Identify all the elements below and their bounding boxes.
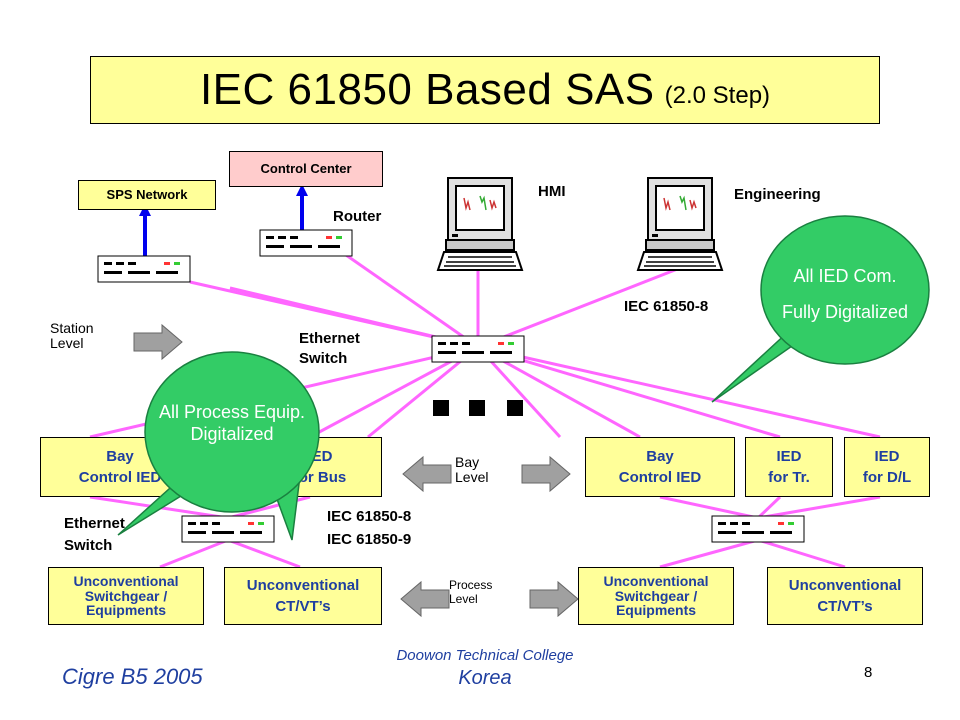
process-eth-line1: Ethernet <box>64 515 125 532</box>
left-sg-line2: Switchgear / <box>84 587 168 604</box>
process-level-label: Process Level <box>449 578 492 606</box>
right-sg-line1: Unconventional <box>603 572 709 589</box>
page-title: IEC 61850 Based SAS <box>199 65 655 114</box>
bay-level-line2: Level <box>455 469 489 485</box>
left-ctvt-line2: CT/VT’s <box>275 598 331 615</box>
right-callout-text: All IED Com. Fully Digitalized <box>760 258 930 330</box>
ethernet-switch-line2: Switch <box>299 350 348 367</box>
process-level-line1: Process <box>449 578 493 592</box>
left-callout-text: All Process Equip. Digitalized <box>132 402 332 445</box>
bay-level-label: Bay Level <box>455 455 488 485</box>
page-subtitle: (2.0 Step) <box>664 82 771 109</box>
ellipsis-dot <box>469 400 485 416</box>
right-callout-bubble <box>711 215 930 403</box>
right-bay-line2: Control IED <box>618 469 702 486</box>
ied-for-transformer: IED for Tr. <box>745 437 833 497</box>
left-callout-line2: Digitalized <box>190 423 274 444</box>
sps-arrow <box>139 204 151 216</box>
title-banner: IEC 61850 Based SAS (2.0 Step) <box>90 56 880 124</box>
left-sg-line1: Unconventional <box>73 572 179 589</box>
ied-tr-line1: IED <box>776 447 802 465</box>
iec-8-label: IEC 61850-8 <box>327 508 412 525</box>
bay-level-line1: Bay <box>455 454 480 470</box>
right-sg-line2: Switchgear / <box>614 587 698 604</box>
process-level-line2: Level <box>449 592 478 606</box>
router-label: Router <box>333 208 382 225</box>
station-level-label: Station Level <box>50 321 94 351</box>
control-center-label: Control Center <box>260 160 352 176</box>
ellipsis-dot <box>433 400 449 416</box>
left-ctvt-line1: Unconventional <box>246 576 360 594</box>
iec-9-label: IEC 61850-9 <box>327 531 412 548</box>
sps-network-label: SPS Network <box>106 186 188 202</box>
ied-dl-line1: IED <box>874 447 900 465</box>
control-center-box: Control Center <box>229 151 383 187</box>
footer-college: Doowon Technical College Korea <box>340 646 630 688</box>
router-uplinks <box>143 192 304 256</box>
footer-college-name: Doowon Technical College <box>396 647 574 664</box>
left-sg-line3: Equipments <box>85 602 167 619</box>
left-unconventional-ctvt: Unconventional CT/VT’s <box>224 567 382 625</box>
footer-cigre: Cigre B5 2005 <box>62 664 203 689</box>
footer-country: Korea <box>458 667 512 689</box>
ied-dl-line2: for D/L <box>862 469 912 486</box>
ethernet-switch-line1: Ethernet <box>299 330 360 347</box>
left-bay-line2: Control IED <box>78 469 162 486</box>
right-ctvt-line2: CT/VT’s <box>817 598 873 615</box>
station-level-line2: Level <box>50 335 84 351</box>
page-number: 8 <box>864 664 873 681</box>
left-bay-line1: Bay <box>106 447 134 465</box>
right-callout-line1: All IED Com. <box>793 266 897 286</box>
ied-for-dl: IED for D/L <box>844 437 930 497</box>
ellipsis-dot <box>507 400 523 416</box>
right-ctvt-line1: Unconventional <box>788 576 902 594</box>
left-unconventional-switchgear: Unconventional Switchgear / Equipments <box>48 567 204 625</box>
right-unconventional-switchgear: Unconventional Switchgear / Equipments <box>578 567 734 625</box>
left-callout-line1: All Process Equip. <box>158 402 306 422</box>
hmi-label: HMI <box>538 183 566 200</box>
left-callout-bubble <box>117 351 320 541</box>
process-ethernet-switch-label: Ethernet Switch <box>64 513 125 557</box>
process-eth-line2: Switch <box>64 537 113 554</box>
engineering-label: Engineering <box>734 186 821 203</box>
station-level-line1: Station <box>50 320 94 336</box>
right-bay-line1: Bay <box>646 447 674 465</box>
right-bay-control-ied: Bay Control IED <box>585 437 735 497</box>
right-sg-line3: Equipments <box>615 602 697 619</box>
ied-tr-line2: for Tr. <box>768 469 810 486</box>
sps-network-box: SPS Network <box>78 180 216 210</box>
iec-process-label: IEC 61850-8 IEC 61850-9 <box>327 505 411 551</box>
control-center-arrow <box>296 184 308 196</box>
right-unconventional-ctvt: Unconventional CT/VT’s <box>767 567 923 625</box>
iec-station-label: IEC 61850-8 <box>624 298 709 315</box>
ethernet-switch-label: Ethernet Switch <box>299 329 360 369</box>
right-callout-line2: Fully Digitalized <box>781 302 909 322</box>
